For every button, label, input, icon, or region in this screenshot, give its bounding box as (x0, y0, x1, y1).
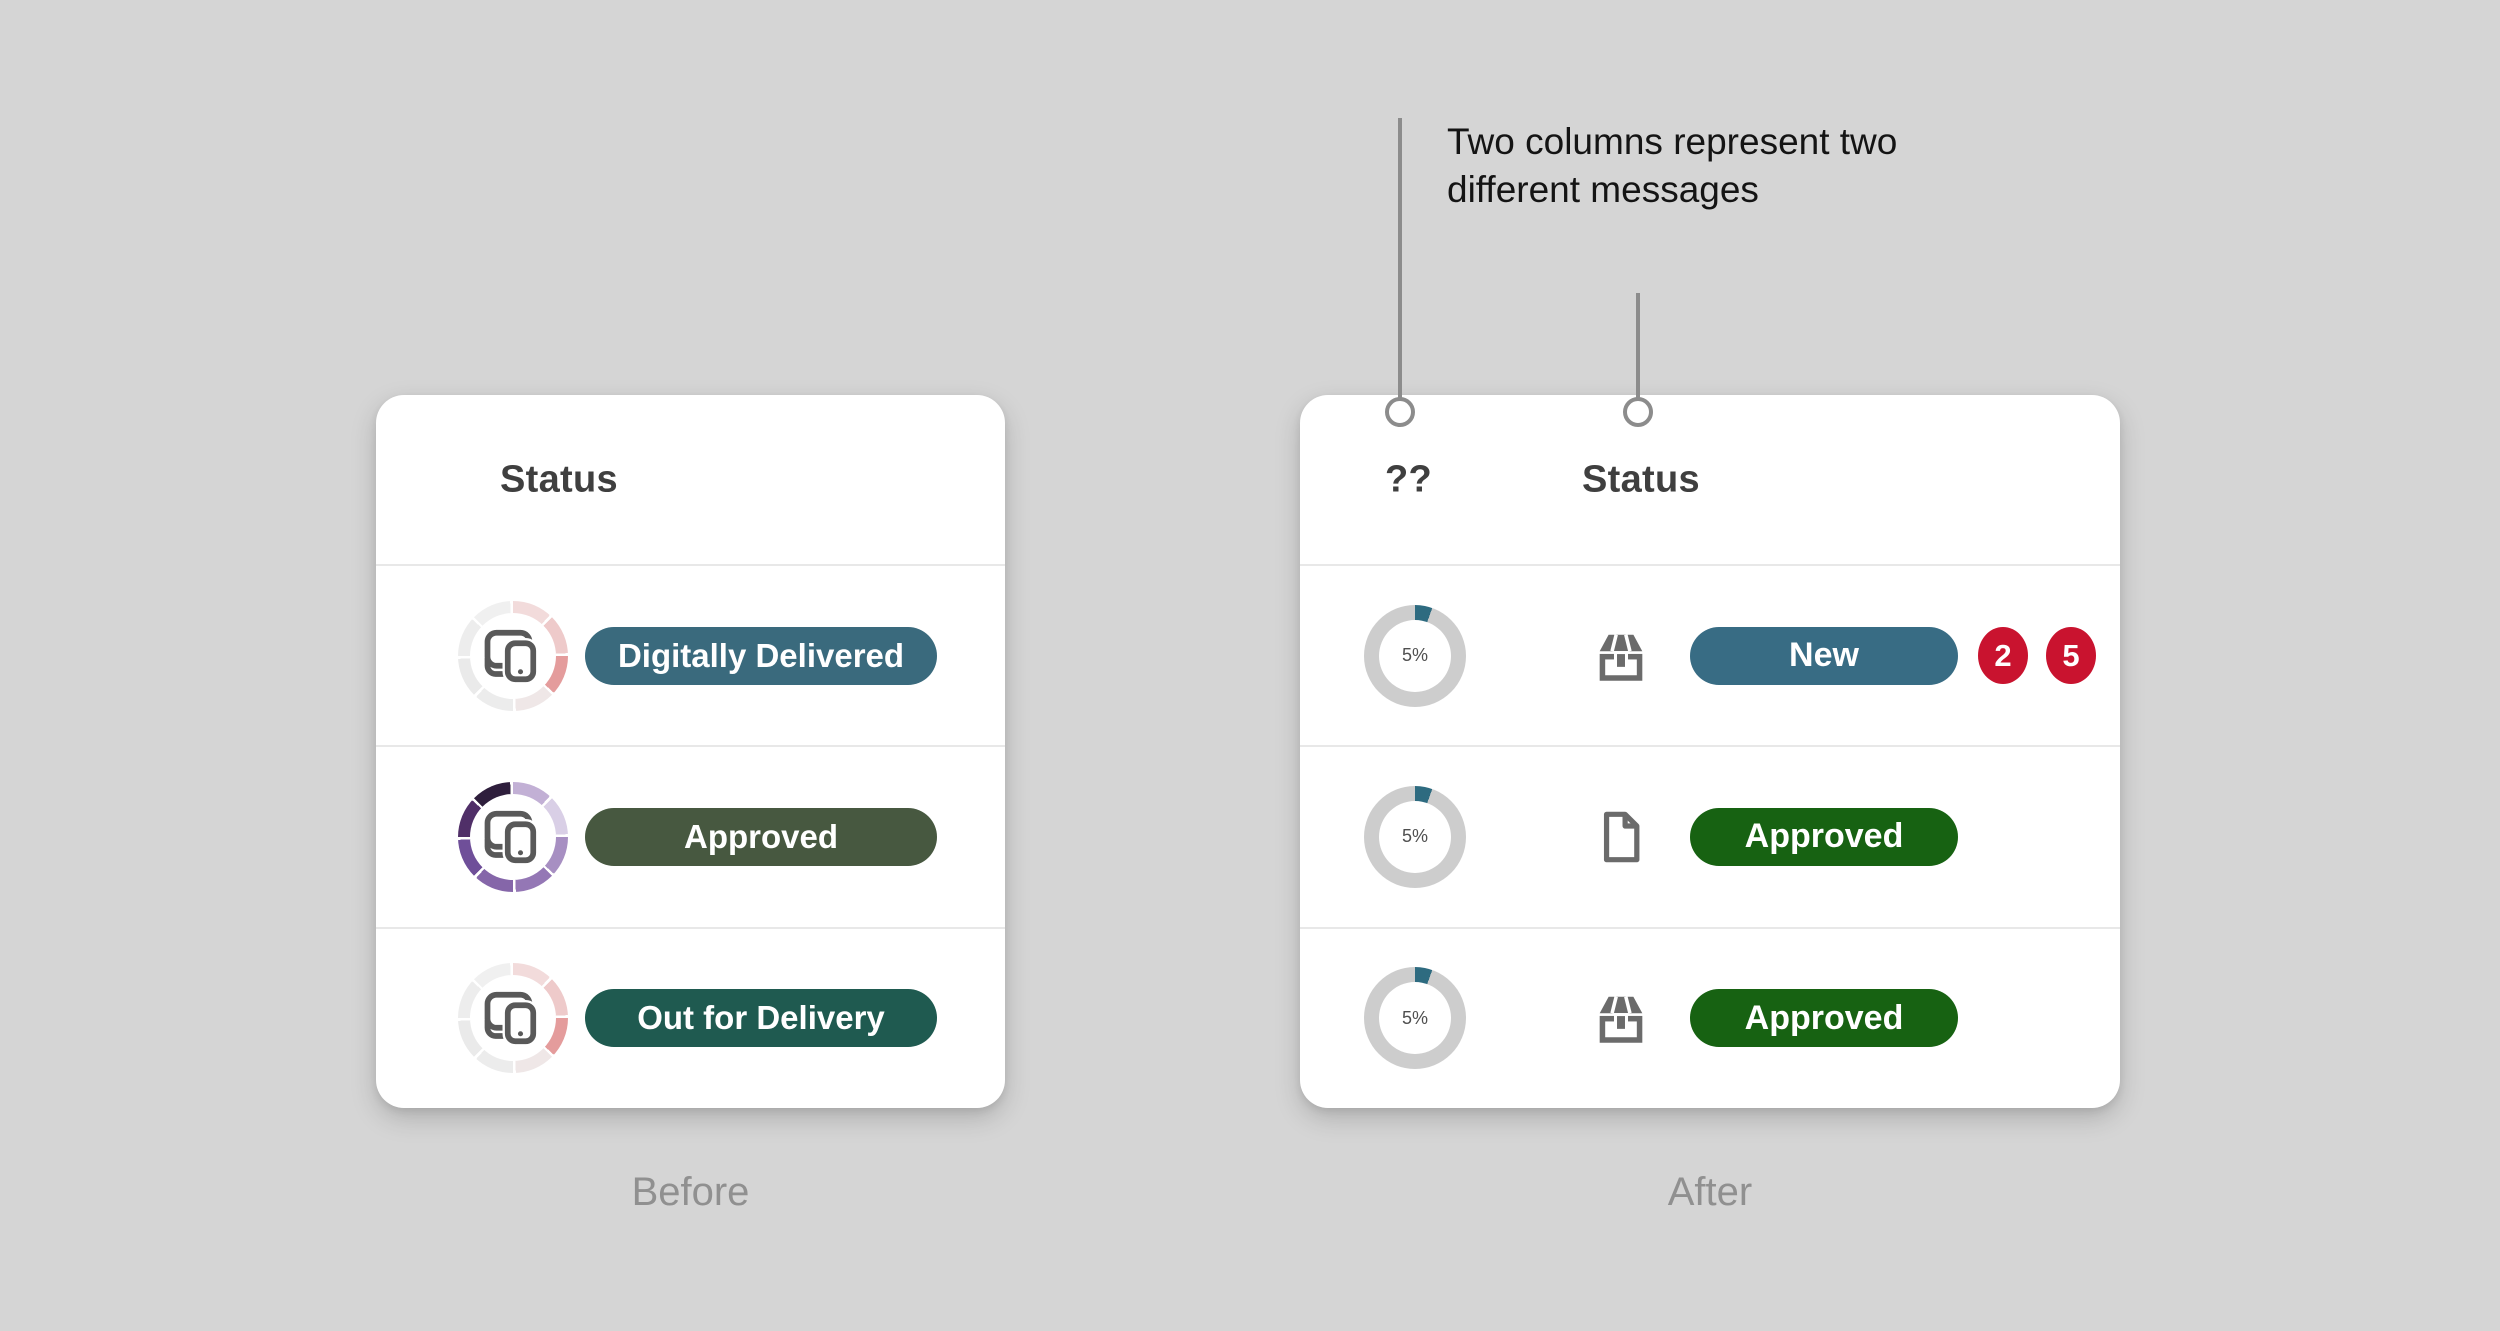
status-pill: Approved (1690, 807, 1958, 866)
status-pill-label: Out for Delivery (637, 999, 885, 1037)
status-pill: Out for Delivery (585, 989, 937, 1048)
status-ring-icon (458, 600, 568, 711)
column-header-unknown: ?? (1385, 458, 1433, 500)
package-icon (1588, 623, 1654, 689)
table-row: Digitally Delivered (376, 566, 1005, 748)
notification-badge: 5 (2046, 627, 2096, 685)
table-row: 5% Approved (1300, 929, 2120, 1108)
before-caption: Before (631, 1170, 750, 1214)
progress-donut: 5% (1364, 785, 1466, 888)
after-card-header: ?? Status (1300, 395, 2120, 566)
package-icon (1588, 985, 1654, 1051)
status-pill: Digitally Delivered (585, 626, 937, 685)
document-icon (1588, 804, 1654, 870)
status-pill-label: Approved (1744, 817, 1904, 856)
status-ring-icon (458, 781, 568, 892)
annotation-line-1: Two columns represent two (1447, 121, 1898, 162)
before-card-header: Status (376, 395, 1005, 566)
annotation-text: Two columns represent two different mess… (1447, 118, 1897, 214)
status-pill-label: Approved (1744, 998, 1904, 1037)
status-pill-label: New (1789, 636, 1859, 675)
notification-badges: 2 5 (1978, 627, 2096, 685)
after-caption: After (1667, 1170, 1753, 1214)
donut-hole (1379, 800, 1451, 873)
callout-connector-lines (1385, 118, 1653, 427)
table-row: Out for Delivery (376, 929, 1005, 1108)
progress-label: 5% (1401, 1007, 1428, 1028)
after-card: ?? Status 5% (1300, 395, 2120, 1108)
status-pill: New (1690, 626, 1958, 685)
status-pill: Approved (585, 807, 937, 866)
progress-label: 5% (1401, 826, 1428, 847)
donut-hole (1379, 619, 1451, 692)
progress-label: 5% (1401, 645, 1428, 666)
column-header-status: Status (1582, 458, 1700, 500)
table-row: 5% Approved (1300, 747, 2120, 929)
before-rows: Digitally Delivered (376, 566, 1005, 1108)
before-card: Status Digitally (376, 395, 1005, 1108)
status-pill: Approved (1690, 989, 1958, 1048)
connected-devices-icon (484, 629, 539, 685)
notification-badge: 2 (1978, 627, 2028, 685)
connected-devices-icon (484, 810, 539, 866)
status-pill-label: Approved (683, 817, 838, 855)
table-row: Approved (376, 747, 1005, 929)
column-header-status: Status (500, 458, 618, 500)
after-rows: 5% New 2 5 (1300, 566, 2120, 1108)
progress-donut: 5% (1364, 604, 1466, 707)
donut-hole (1379, 982, 1451, 1055)
status-pill-label: Digitally Delivered (617, 636, 905, 674)
connected-devices-icon (484, 992, 539, 1047)
progress-donut: 5% (1364, 967, 1466, 1070)
table-row: 5% New 2 5 (1300, 566, 2120, 748)
annotation-line-2: different messages (1447, 169, 1759, 210)
status-ring-icon (458, 963, 568, 1074)
